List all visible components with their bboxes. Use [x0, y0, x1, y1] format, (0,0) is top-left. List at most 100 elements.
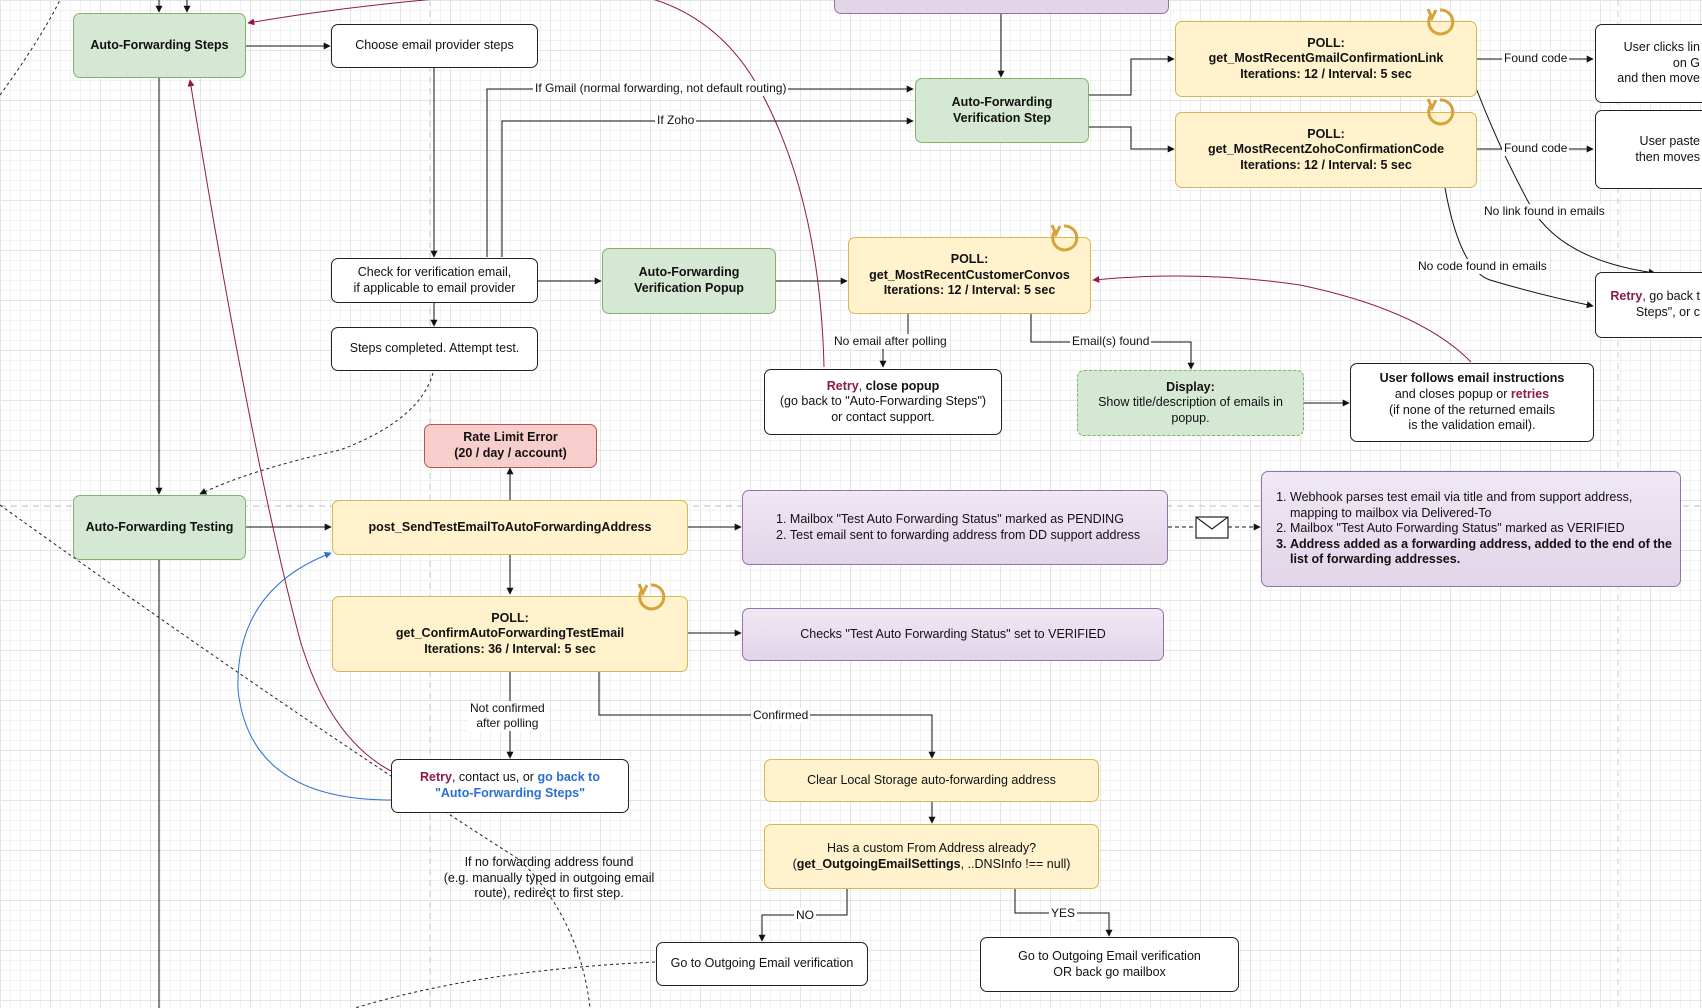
poll-convos-line3: Iterations: 12 / Interval: 5 sec [883, 283, 1056, 298]
choose-provider-node[interactable]: Choose email provider steps [331, 24, 538, 68]
retry-bottom-target: "Auto-Forwarding Steps" [434, 786, 586, 800]
poll-confirm-line1: POLL: [491, 610, 529, 625]
rate-limit-line2: (20 / day / account) [454, 446, 567, 460]
mailbox-status-item: Test email sent to forwarding address fr… [790, 528, 1140, 544]
edge-label-not-confirmed-line1: Not confirmed [470, 701, 545, 715]
webhook-list: Webhook parses test email via title and … [1270, 490, 1672, 568]
no-forwarding-note-line2: (e.g. manually typed in outgoing email [443, 870, 655, 885]
dotted-arrow [199, 372, 434, 495]
retry-right-line1: Retry, go back t [1610, 289, 1700, 305]
retry-right-node[interactable]: Retry, go back t Steps", or c [1595, 272, 1702, 338]
user-follows-line2: (if none of the returned emails [1388, 402, 1556, 417]
custom-from-rest: , ..DNSInfo !== null) [960, 856, 1071, 871]
poll-confirm-node[interactable]: POLL: get_ConfirmAutoForwardingTestEmail… [332, 596, 688, 672]
check-verification-line1: Check for verification email, [357, 264, 512, 279]
refresh-icon [1050, 224, 1079, 252]
check-verification-node[interactable]: Check for verification email, if applica… [331, 258, 538, 303]
user-clicks-node[interactable]: User clicks lin on G and then move [1595, 24, 1702, 103]
poll-zoho-node[interactable]: POLL: get_MostRecentZohoConfirmationCode… [1175, 112, 1477, 188]
clear-storage-label: Clear Local Storage auto-forwarding addr… [807, 772, 1056, 787]
edge-label-no: NO [794, 908, 816, 923]
dotted-curve [0, 504, 591, 1008]
check-verification-line2: if applicable to email provider [353, 280, 516, 295]
no-forwarding-note: If no forwarding address found (e.g. man… [432, 855, 666, 902]
steps-completed-node[interactable]: Steps completed. Attempt test. [331, 327, 538, 371]
envelope-icon [1195, 516, 1229, 539]
retry-popup-node[interactable]: Retry, close popup (go back to "Auto-For… [764, 369, 1002, 435]
rate-limit-node[interactable]: Rate Limit Error (20 / day / account) [424, 424, 597, 468]
dotted-curve [354, 961, 656, 1008]
af-verification-popup-line2: Verification Popup [634, 281, 744, 295]
custom-from-line2: (get_OutgoingEmailSettings, ..DNSInfo !=… [793, 857, 1071, 873]
retry-right-keyword: Retry [1610, 289, 1643, 304]
user-follows-node[interactable]: User follows email instructions and clos… [1350, 363, 1594, 442]
refresh-icon [1426, 98, 1455, 126]
goto-outgoing-or-line1: Go to Outgoing Email verification [1018, 948, 1201, 963]
user-follows-title: User follows email instructions [1379, 371, 1565, 386]
goto-outgoing-node[interactable]: Go to Outgoing Email verification [656, 942, 868, 986]
mailbox-status-node[interactable]: Mailbox "Test Auto Forwarding Status" ma… [742, 490, 1168, 565]
webhook-item: Address added as a forwarding address, a… [1290, 537, 1672, 568]
af-testing-label: Auto-Forwarding Testing [85, 519, 234, 534]
edge-label-no-link: No link found in emails [1482, 204, 1607, 219]
goto-outgoing-or-line2: OR back go mailbox [1053, 964, 1166, 979]
user-paste-line2: then moves [1635, 149, 1700, 164]
retry-popup-line1: Retry, close popup [827, 379, 940, 395]
display-node[interactable]: Display: Show title/description of email… [1077, 370, 1304, 436]
custom-from-open: ( [792, 856, 797, 871]
display-line1: Show title/description of emails in [1098, 395, 1283, 410]
af-verification-popup-node[interactable]: Auto-Forwarding Verification Popup [602, 248, 776, 314]
user-follows-line1a: and closes popup or [1394, 386, 1511, 401]
poll-gmail-line3: Iterations: 12 / Interval: 5 sec [1240, 66, 1412, 81]
poll-gmail-node[interactable]: POLL: get_MostRecentGmailConfirmationLin… [1175, 21, 1477, 97]
poll-gmail-line2: get_MostRecentGmailConfirmationLink [1208, 51, 1444, 66]
top-purple-node[interactable] [834, 0, 1169, 14]
af-steps-label: Auto-Forwarding Steps [90, 37, 229, 52]
custom-from-node[interactable]: Has a custom From Address already? (get_… [764, 824, 1099, 889]
edge-label-no-email: No email after polling [832, 334, 949, 349]
poll-confirm-line2: get_ConfirmAutoForwardingTestEmail [395, 626, 625, 641]
retry-popup-comma: , [858, 378, 863, 393]
retry-bottom-node[interactable]: Retry, contact us, or go back to "Auto-F… [391, 759, 629, 813]
refresh-icon [1426, 8, 1455, 36]
poll-convos-line2: get_MostRecentCustomerConvos [869, 267, 1070, 282]
display-line2: popup. [1171, 410, 1210, 425]
dotted-curve [0, 0, 61, 96]
edge-label-if-gmail: If Gmail (normal forwarding, not default… [533, 81, 789, 96]
no-forwarding-note-line3: route), redirect to first step. [474, 886, 624, 901]
af-testing-node[interactable]: Auto-Forwarding Testing [73, 495, 246, 560]
edge-label-yes: YES [1049, 906, 1078, 921]
af-verification-step-node[interactable]: Auto-Forwarding Verification Step [915, 78, 1089, 143]
post-send-node[interactable]: post_SendTestEmailToAutoForwardingAddres… [332, 500, 688, 555]
clear-storage-node[interactable]: Clear Local Storage auto-forwarding addr… [764, 759, 1099, 802]
display-title: Display: [1166, 379, 1215, 394]
retry-popup-line2: (go back to "Auto-Forwarding Steps") [779, 394, 987, 409]
webhook-node[interactable]: Webhook parses test email via title and … [1261, 471, 1681, 587]
af-verification-step-line2: Verification Step [953, 110, 1051, 125]
edge-label-no-code: No code found in emails [1416, 259, 1549, 274]
retry-right-rest: , go back t [1642, 289, 1700, 304]
retry-bottom-line1: Retry, contact us, or go back to [420, 770, 600, 786]
webhook-item: Mailbox "Test Auto Forwarding Status" ma… [1290, 521, 1672, 537]
af-verification-step-line1: Auto-Forwarding [951, 94, 1053, 109]
poll-convos-node[interactable]: POLL: get_MostRecentCustomerConvos Itera… [848, 237, 1091, 314]
edge-label-found-code: Found code [1502, 141, 1570, 156]
goto-outgoing-or-node[interactable]: Go to Outgoing Email verification OR bac… [980, 937, 1239, 992]
choose-provider-label: Choose email provider steps [355, 38, 514, 53]
af-steps-node[interactable]: Auto-Forwarding Steps [73, 13, 246, 78]
retry-popup-line3: or contact support. [831, 409, 935, 424]
user-paste-node[interactable]: User paste then moves [1595, 110, 1702, 189]
poll-convos-line1: POLL: [950, 252, 989, 267]
checks-status-label: Checks "Test Auto Forwarding Status" set… [800, 626, 1106, 641]
edge-label-if-zoho: If Zoho [655, 113, 697, 128]
retry-bottom-mid: , contact us, or [451, 770, 538, 785]
checks-status-node[interactable]: Checks "Test Auto Forwarding Status" set… [742, 608, 1164, 661]
poll-zoho-line1: POLL: [1307, 126, 1345, 141]
user-paste-line1: User paste [1639, 133, 1700, 148]
custom-from-line1: Has a custom From Address already? [826, 840, 1037, 855]
user-clicks-line2: on G [1672, 55, 1700, 70]
edge-label-not-confirmed-line2: after polling [476, 716, 539, 730]
retry-bottom-go-back: go back to [537, 770, 600, 785]
poll-gmail-line1: POLL: [1307, 35, 1345, 50]
post-send-label: post_SendTestEmailToAutoForwardingAddres… [368, 519, 652, 534]
